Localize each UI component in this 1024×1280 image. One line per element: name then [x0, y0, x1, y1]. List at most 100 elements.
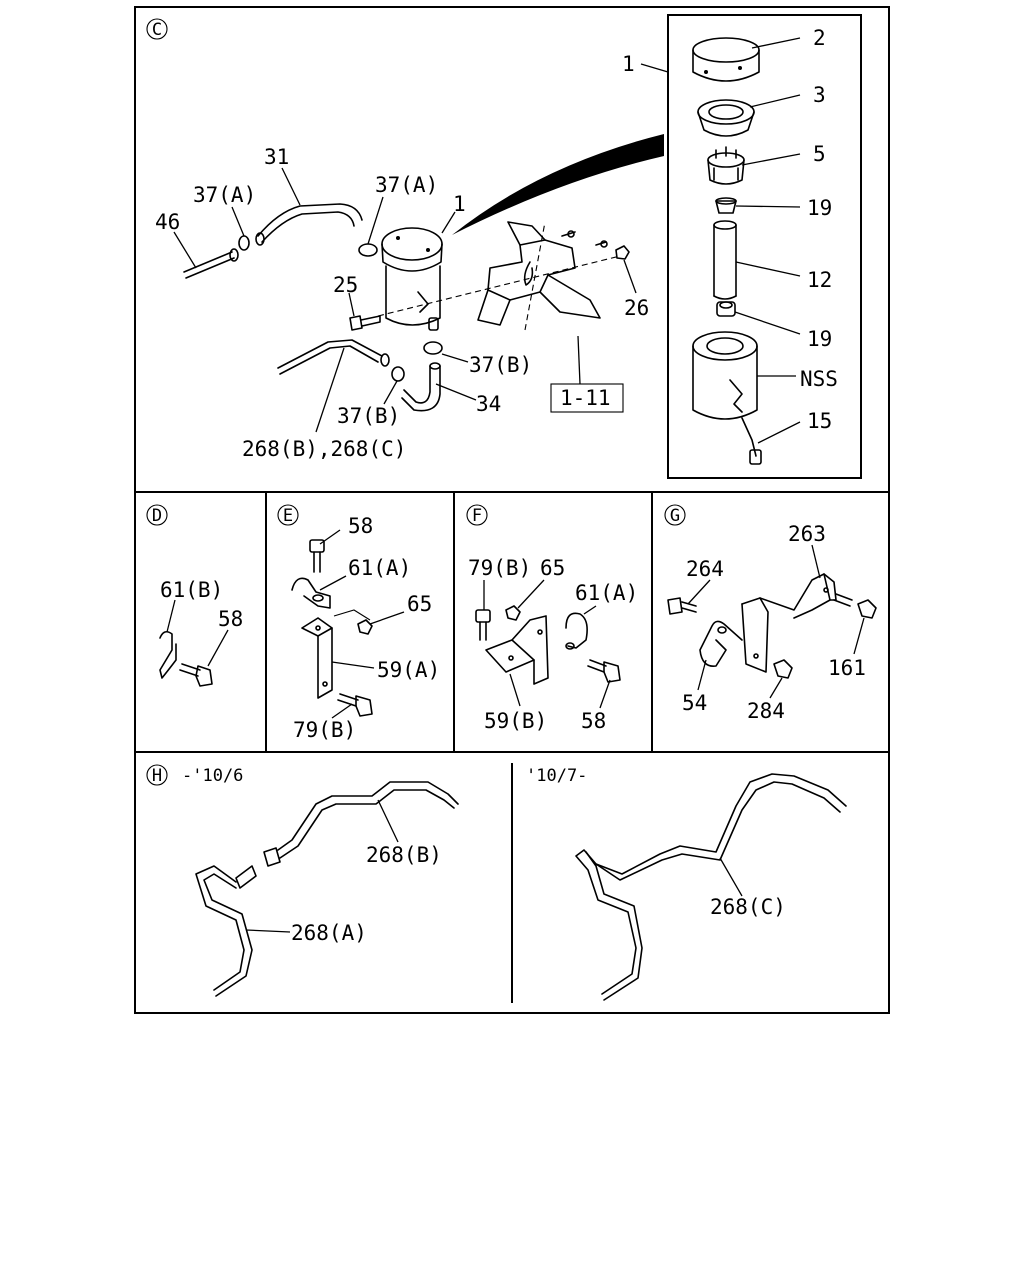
label-25: 25: [333, 273, 358, 297]
drain-fitting: [741, 417, 762, 465]
leader-lines-c: [640, 37, 801, 444]
leader-1-tank: [441, 211, 456, 234]
label-61a-e: 61(A): [348, 556, 411, 580]
label-37a-left: 37(A): [193, 183, 256, 207]
panel-c: C: [146, 18, 838, 465]
bolt-25: [348, 292, 381, 331]
bracket-263: [741, 573, 837, 673]
hose-31-end: [255, 232, 265, 246]
label-59b: 59(B): [484, 709, 547, 733]
grommet-lower: [716, 301, 736, 317]
bolt-58-d: [179, 663, 213, 687]
label-58-d: 58: [218, 607, 243, 631]
label-19-lower: 19: [807, 327, 832, 351]
panel-frames: [134, 6, 890, 1014]
label-65-f: 65: [540, 556, 565, 580]
label-268a: 268(A): [291, 921, 367, 945]
clip-61b: [159, 630, 177, 679]
bracket-59b: [485, 615, 549, 685]
strainer: [707, 146, 745, 185]
label-58-e: 58: [348, 514, 373, 538]
ref-box-label: 1-11: [560, 386, 611, 410]
label-3: 3: [813, 83, 826, 107]
label-54: 54: [682, 691, 707, 715]
cap-seal: [697, 99, 755, 137]
ref-box-leader: [577, 335, 581, 385]
pipe-46: [173, 231, 239, 279]
nut-26: [615, 245, 637, 294]
bolt-264: [667, 597, 697, 615]
period-right: '10/7-: [526, 766, 587, 786]
leader-37b-bottom: [383, 380, 398, 405]
label-268c: 268(C): [710, 895, 786, 919]
label-65-e: 65: [407, 592, 432, 616]
label-12: 12: [807, 268, 832, 292]
bolt-58-f: [587, 659, 621, 683]
hose-31: [257, 203, 363, 243]
label-37b-bottom: 37(B): [337, 404, 400, 428]
nut-161: [857, 599, 877, 619]
line-268-end: [380, 353, 390, 367]
label-34: 34: [476, 392, 501, 416]
bolt-79b-e: [337, 693, 373, 717]
label-1-top: 1: [622, 52, 635, 76]
label-26: 26: [624, 296, 649, 320]
reservoir-body: [692, 331, 758, 420]
label-5: 5: [813, 142, 826, 166]
bracket-59a: [301, 617, 333, 699]
section-marker-e: E: [283, 506, 293, 526]
label-nss: NSS: [800, 367, 838, 391]
filter-tube: [713, 220, 737, 300]
clip-61a-e: [291, 577, 331, 609]
tank-bracket: [477, 221, 608, 326]
reservoir-cap: [692, 37, 760, 82]
bolt-263: [833, 593, 853, 607]
label-79b-f: 79(B): [468, 556, 531, 580]
nut-284: [773, 659, 793, 679]
leader-37b-right: [441, 353, 469, 363]
clamp-37a-right: [358, 196, 384, 257]
hose-34: [401, 365, 441, 412]
callout-wedge: [452, 134, 664, 235]
clip-61a-f: [565, 612, 588, 650]
label-61b: 61(B): [160, 578, 223, 602]
leader-268bc: [315, 347, 345, 433]
label-1-tank: 1: [453, 192, 466, 216]
label-46: 46: [155, 210, 180, 234]
label-79b-e: 79(B): [293, 718, 356, 742]
panel-e: E 58 61(A) 65 59(A) 7: [277, 504, 440, 742]
bolt-58-e: [309, 539, 325, 573]
nut-65-e: [333, 609, 373, 635]
panel-d: D 61(B) 58: [146, 504, 243, 687]
section-marker-c-letter: C: [152, 20, 162, 40]
section-marker-f: F: [472, 506, 482, 526]
label-2: 2: [813, 26, 826, 50]
label-58-f: 58: [581, 709, 606, 733]
reservoir-tank: [381, 227, 443, 331]
label-161: 161: [828, 656, 866, 680]
hose-34-end: [429, 362, 441, 370]
label-37a-right: 37(A): [375, 173, 438, 197]
panel-g: G 264 263 161 5: [664, 504, 877, 723]
label-284: 284: [747, 699, 785, 723]
panel-f: F 79(B) 65 61(A) 59(B) 58: [466, 504, 638, 733]
leader-34: [435, 383, 477, 401]
label-263: 263: [788, 522, 826, 546]
panel-h: H -'10/6 '10/7- 268(B) 268(A) 268(C): [146, 764, 847, 1001]
grommet-upper: [715, 197, 737, 214]
bracket-axis: [524, 221, 546, 331]
leader-31: [281, 167, 301, 206]
label-268b: 268(B): [366, 843, 442, 867]
label-19-upper: 19: [807, 196, 832, 220]
period-left: -'10/6: [182, 766, 243, 786]
label-37b-right: 37(B): [469, 353, 532, 377]
line-268a: [195, 865, 257, 997]
section-marker-d: D: [152, 506, 162, 526]
nut-65-f: [505, 605, 521, 621]
label-61a-f: 61(A): [575, 581, 638, 605]
bolt-axis: [377, 255, 621, 317]
ref-box-frame: [550, 383, 624, 413]
line-268b: [263, 781, 459, 867]
label-268bc: 268(B),268(C): [242, 437, 406, 461]
